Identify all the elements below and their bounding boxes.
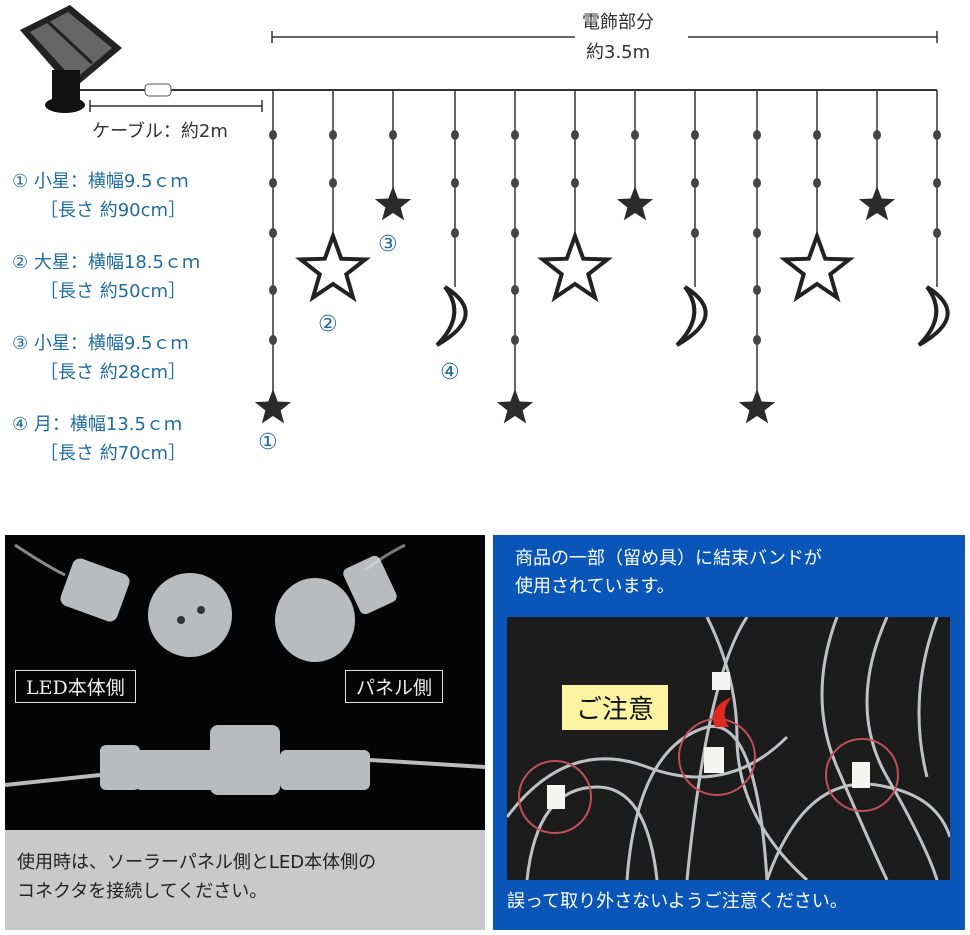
spec-item-4: ④ 月：横幅13.5ｃｍ ［長さ 約70cm］ bbox=[12, 410, 186, 468]
bulb-dot bbox=[269, 228, 277, 238]
bulb-dot bbox=[813, 130, 821, 140]
spec-num: ④ bbox=[12, 414, 29, 435]
small-star-icon bbox=[496, 389, 534, 424]
notice-footer: 誤って取り外さないようご注意ください。 bbox=[507, 891, 848, 912]
bulb-dot bbox=[691, 228, 699, 238]
notice-panel: 商品の一部（留め具）に結束バンドが 使用されています。 bbox=[493, 535, 965, 930]
bulb-dot bbox=[753, 285, 761, 295]
bulb-dot bbox=[511, 228, 519, 238]
bulb-dot bbox=[269, 178, 277, 188]
big-star-icon bbox=[779, 230, 855, 303]
caution-label: ご注意 bbox=[562, 685, 669, 730]
spec-line1: 小星：横幅9.5ｃｍ bbox=[33, 333, 189, 354]
bulb-dot bbox=[813, 178, 821, 188]
moon-icon bbox=[917, 285, 950, 347]
bulb-dot bbox=[451, 130, 459, 140]
decor-label: 電飾部分 bbox=[582, 12, 654, 33]
caption-line-1: 使用時は、ソーラーパネル側とLED本体側の bbox=[17, 852, 377, 873]
bulb-dot bbox=[753, 228, 761, 238]
bulb-dot bbox=[451, 178, 459, 188]
spec-num: ③ bbox=[12, 333, 29, 354]
connector-icon bbox=[144, 83, 172, 97]
connector-photo: LED本体側 パネル側 bbox=[5, 535, 485, 830]
small-star-icon bbox=[616, 186, 654, 221]
bulb-dot bbox=[933, 130, 941, 140]
cable-length-bracket bbox=[89, 100, 263, 112]
notice-header-2: 使用されています。 bbox=[515, 576, 675, 597]
moon-icon bbox=[435, 285, 468, 347]
bulb-dot bbox=[691, 178, 699, 188]
solar-panel-icon bbox=[20, 5, 122, 113]
spec-line2: ［長さ 約28cm］ bbox=[40, 362, 187, 383]
big-star-icon bbox=[537, 230, 613, 303]
spec-line1: 月：横幅13.5ｃｍ bbox=[33, 414, 182, 435]
bulb-dot bbox=[451, 228, 459, 238]
marker-4: ④ bbox=[440, 360, 460, 385]
bulb-dot bbox=[511, 285, 519, 295]
spec-num: ① bbox=[12, 171, 29, 192]
bulb-dot bbox=[269, 130, 277, 140]
bulb-dot bbox=[571, 130, 579, 140]
bulb-dot bbox=[269, 335, 277, 345]
decor-length: 約3.5m bbox=[586, 42, 651, 63]
cable-tie-photo: ご注意 bbox=[507, 617, 950, 880]
spec-item-3: ③ 小星：横幅9.5ｃｍ ［長さ 約28cm］ bbox=[12, 329, 189, 387]
panel-side-label: パネル側 bbox=[345, 670, 444, 703]
big-star-icon bbox=[295, 230, 371, 303]
led-side-label: LED本体側 bbox=[15, 670, 136, 703]
decor-length-bracket bbox=[271, 31, 938, 43]
bulb-dot bbox=[753, 335, 761, 345]
bulb-dot bbox=[933, 228, 941, 238]
bulb-dot bbox=[571, 178, 579, 188]
spec-line2: ［長さ 約90cm］ bbox=[40, 200, 187, 221]
small-star-icon bbox=[858, 186, 896, 221]
bulb-dot bbox=[873, 130, 881, 140]
bulb-dot bbox=[389, 130, 397, 140]
bulb-dot bbox=[933, 178, 941, 188]
caption-line-2: コネクタを接続してください。 bbox=[17, 881, 268, 902]
bulb-dot bbox=[511, 335, 519, 345]
spec-line1: 小星：横幅9.5ｃｍ bbox=[33, 171, 189, 192]
bulb-dot bbox=[753, 178, 761, 188]
bulb-dot bbox=[511, 178, 519, 188]
notice-header-1: 商品の一部（留め具）に結束バンドが bbox=[515, 548, 822, 569]
bulb-dot bbox=[631, 130, 639, 140]
spec-num: ② bbox=[12, 252, 29, 273]
bulb-dot bbox=[329, 178, 337, 188]
moon-icon bbox=[675, 285, 708, 347]
spec-line1: 大星：横幅18.5ｃｍ bbox=[33, 252, 200, 273]
small-star-icon bbox=[374, 186, 412, 221]
spec-item-2: ② 大星：横幅18.5ｃｍ ［長さ 約50cm］ bbox=[12, 248, 200, 306]
small-star-icon bbox=[254, 389, 292, 424]
bulb-dot bbox=[269, 285, 277, 295]
curtain-light-diagram bbox=[20, 5, 950, 424]
marker-1: ① bbox=[258, 430, 278, 455]
spec-line2: ［長さ 約50cm］ bbox=[40, 281, 187, 302]
small-star-icon bbox=[738, 389, 776, 424]
bulb-dot bbox=[691, 130, 699, 140]
marker-2: ② bbox=[318, 312, 338, 337]
connector-caption: 使用時は、ソーラーパネル側とLED本体側の コネクタを接続してください。 bbox=[5, 830, 485, 930]
marker-3: ③ bbox=[378, 232, 398, 257]
bulb-dot bbox=[329, 130, 337, 140]
bulb-dot bbox=[753, 130, 761, 140]
cable-label: ケーブル：約2m bbox=[92, 121, 228, 142]
spec-line2: ［長さ 約70cm］ bbox=[40, 443, 187, 464]
bulb-dot bbox=[511, 130, 519, 140]
spec-item-1: ① 小星：横幅9.5ｃｍ ［長さ 約90cm］ bbox=[12, 167, 189, 225]
arrow-icon bbox=[713, 697, 732, 727]
